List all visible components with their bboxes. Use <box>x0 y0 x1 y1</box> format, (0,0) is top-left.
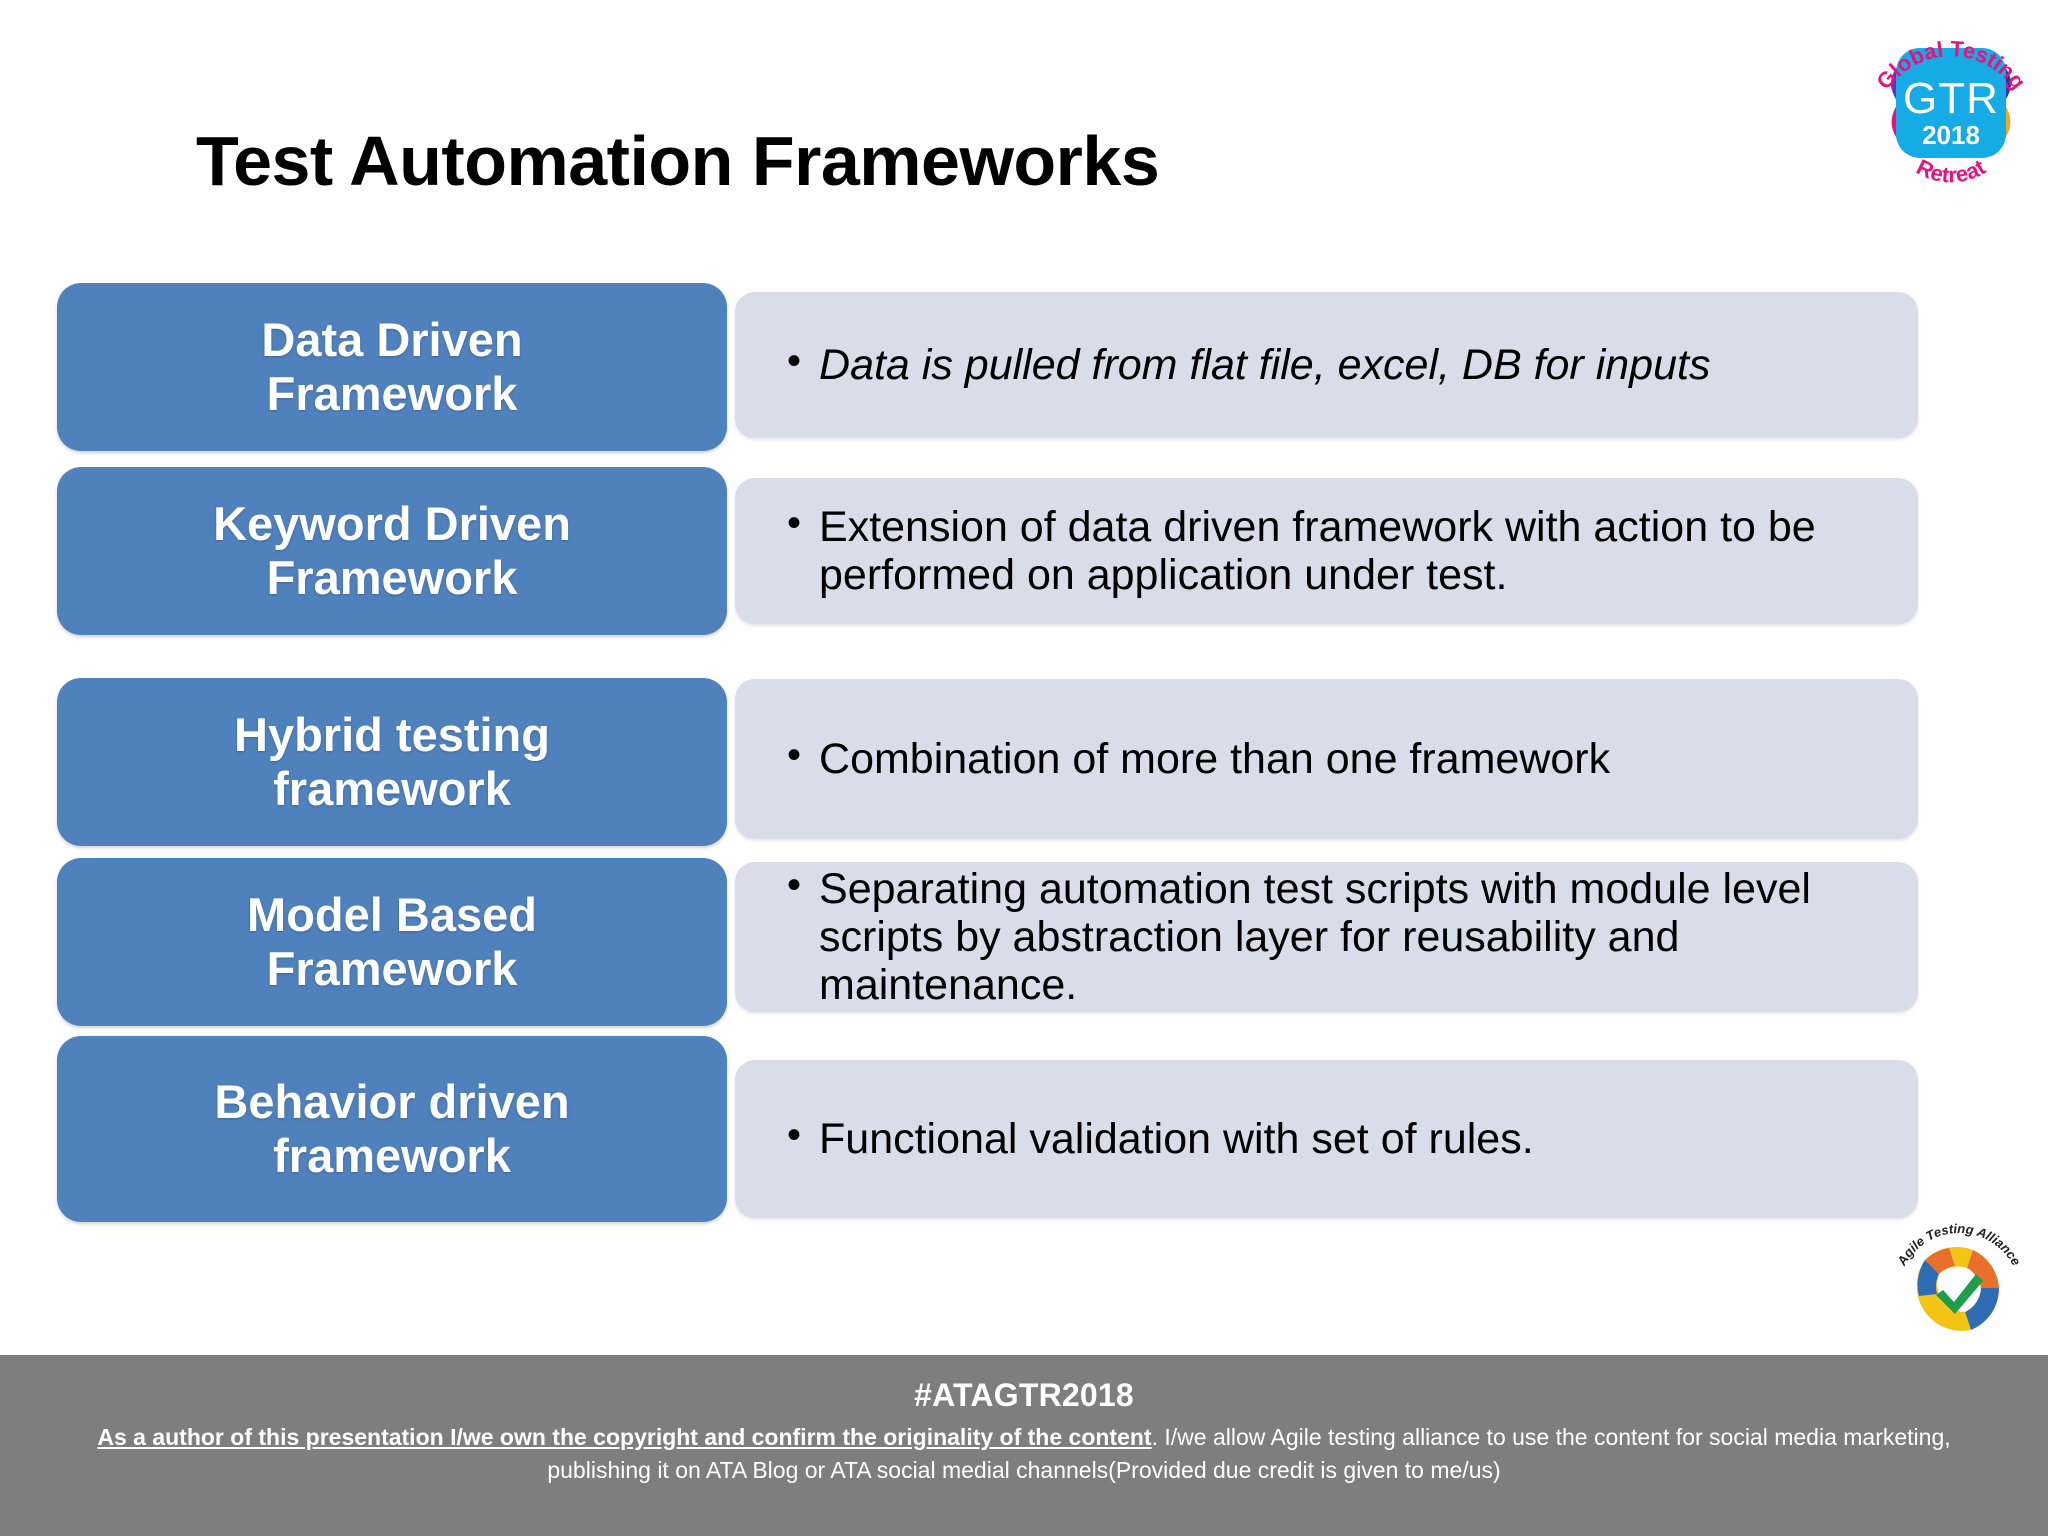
framework-description-panel-behavior-driven[interactable]: • Functional validation with set of rule… <box>735 1060 1918 1218</box>
framework-box-keyword-driven[interactable]: Keyword Driven Framework <box>57 467 727 635</box>
bullet-marker-icon: • <box>787 732 802 777</box>
framework-description-panel-model-based[interactable]: • Separating automation test scripts wit… <box>735 862 1918 1012</box>
bullet-row: • Combination of more than one framework <box>735 732 1918 783</box>
framework-box-model-based[interactable]: Model Based Framework <box>57 858 727 1026</box>
framework-box-behavior-driven[interactable]: Behavior driven framework <box>57 1036 727 1222</box>
framework-description-panel-hybrid-testing[interactable]: • Combination of more than one framework <box>735 679 1918 839</box>
framework-description-text: Data is pulled from flat file, excel, DB… <box>819 340 1711 389</box>
page-title: Test Automation Frameworks <box>196 122 1160 200</box>
bullet-marker-icon: • <box>787 500 802 545</box>
footer-legal-bold-clause: As a author of this presentation I/we ow… <box>97 1424 1152 1450</box>
agile-testing-alliance-logo: Agile Testing Alliance <box>1888 1218 2030 1348</box>
bullet-row: • Separating automation test scripts wit… <box>735 862 1918 1010</box>
footer-legal-text: As a author of this presentation I/we ow… <box>0 1415 2048 1488</box>
framework-box-label: Model Based Framework <box>247 888 537 995</box>
svg-text:2018: 2018 <box>1922 120 1980 150</box>
bullet-marker-icon: • <box>787 862 802 907</box>
bullet-row: • Functional validation with set of rule… <box>735 1112 1918 1163</box>
gtr-2018-logo: GTR 2018 Global Testing Retreat <box>1858 8 2044 198</box>
bullet-marker-icon: • <box>787 1112 802 1157</box>
framework-box-label: Data Driven Framework <box>261 313 523 420</box>
footer-hashtag: #ATAGTR2018 <box>914 1377 1134 1413</box>
svg-text:GTR: GTR <box>1903 74 1999 123</box>
framework-box-data-driven[interactable]: Data Driven Framework <box>57 283 727 451</box>
footer-band: #ATAGTR2018 As a author of this presenta… <box>0 1355 2048 1536</box>
framework-box-hybrid-testing[interactable]: Hybrid testing framework <box>57 678 727 846</box>
framework-description-text: Separating automation test scripts with … <box>819 864 1811 1010</box>
bullet-row: • Data is pulled from flat file, excel, … <box>735 338 1918 389</box>
footer-legal-rest-clause: . I/we allow Agile testing alliance to u… <box>547 1424 1951 1484</box>
framework-description-panel-data-driven[interactable]: • Data is pulled from flat file, excel, … <box>735 292 1918 438</box>
framework-box-label: Hybrid testing framework <box>234 708 550 815</box>
framework-description-panel-keyword-driven[interactable]: • Extension of data driven framework wit… <box>735 478 1918 624</box>
bullet-row: • Extension of data driven framework wit… <box>735 500 1918 599</box>
framework-description-text: Extension of data driven framework with … <box>819 502 1816 599</box>
framework-description-text: Combination of more than one framework <box>819 734 1611 783</box>
bullet-marker-icon: • <box>787 338 802 383</box>
framework-box-label: Keyword Driven Framework <box>213 497 571 604</box>
framework-box-label: Behavior driven framework <box>214 1075 570 1182</box>
framework-description-text: Functional validation with set of rules. <box>819 1114 1534 1163</box>
